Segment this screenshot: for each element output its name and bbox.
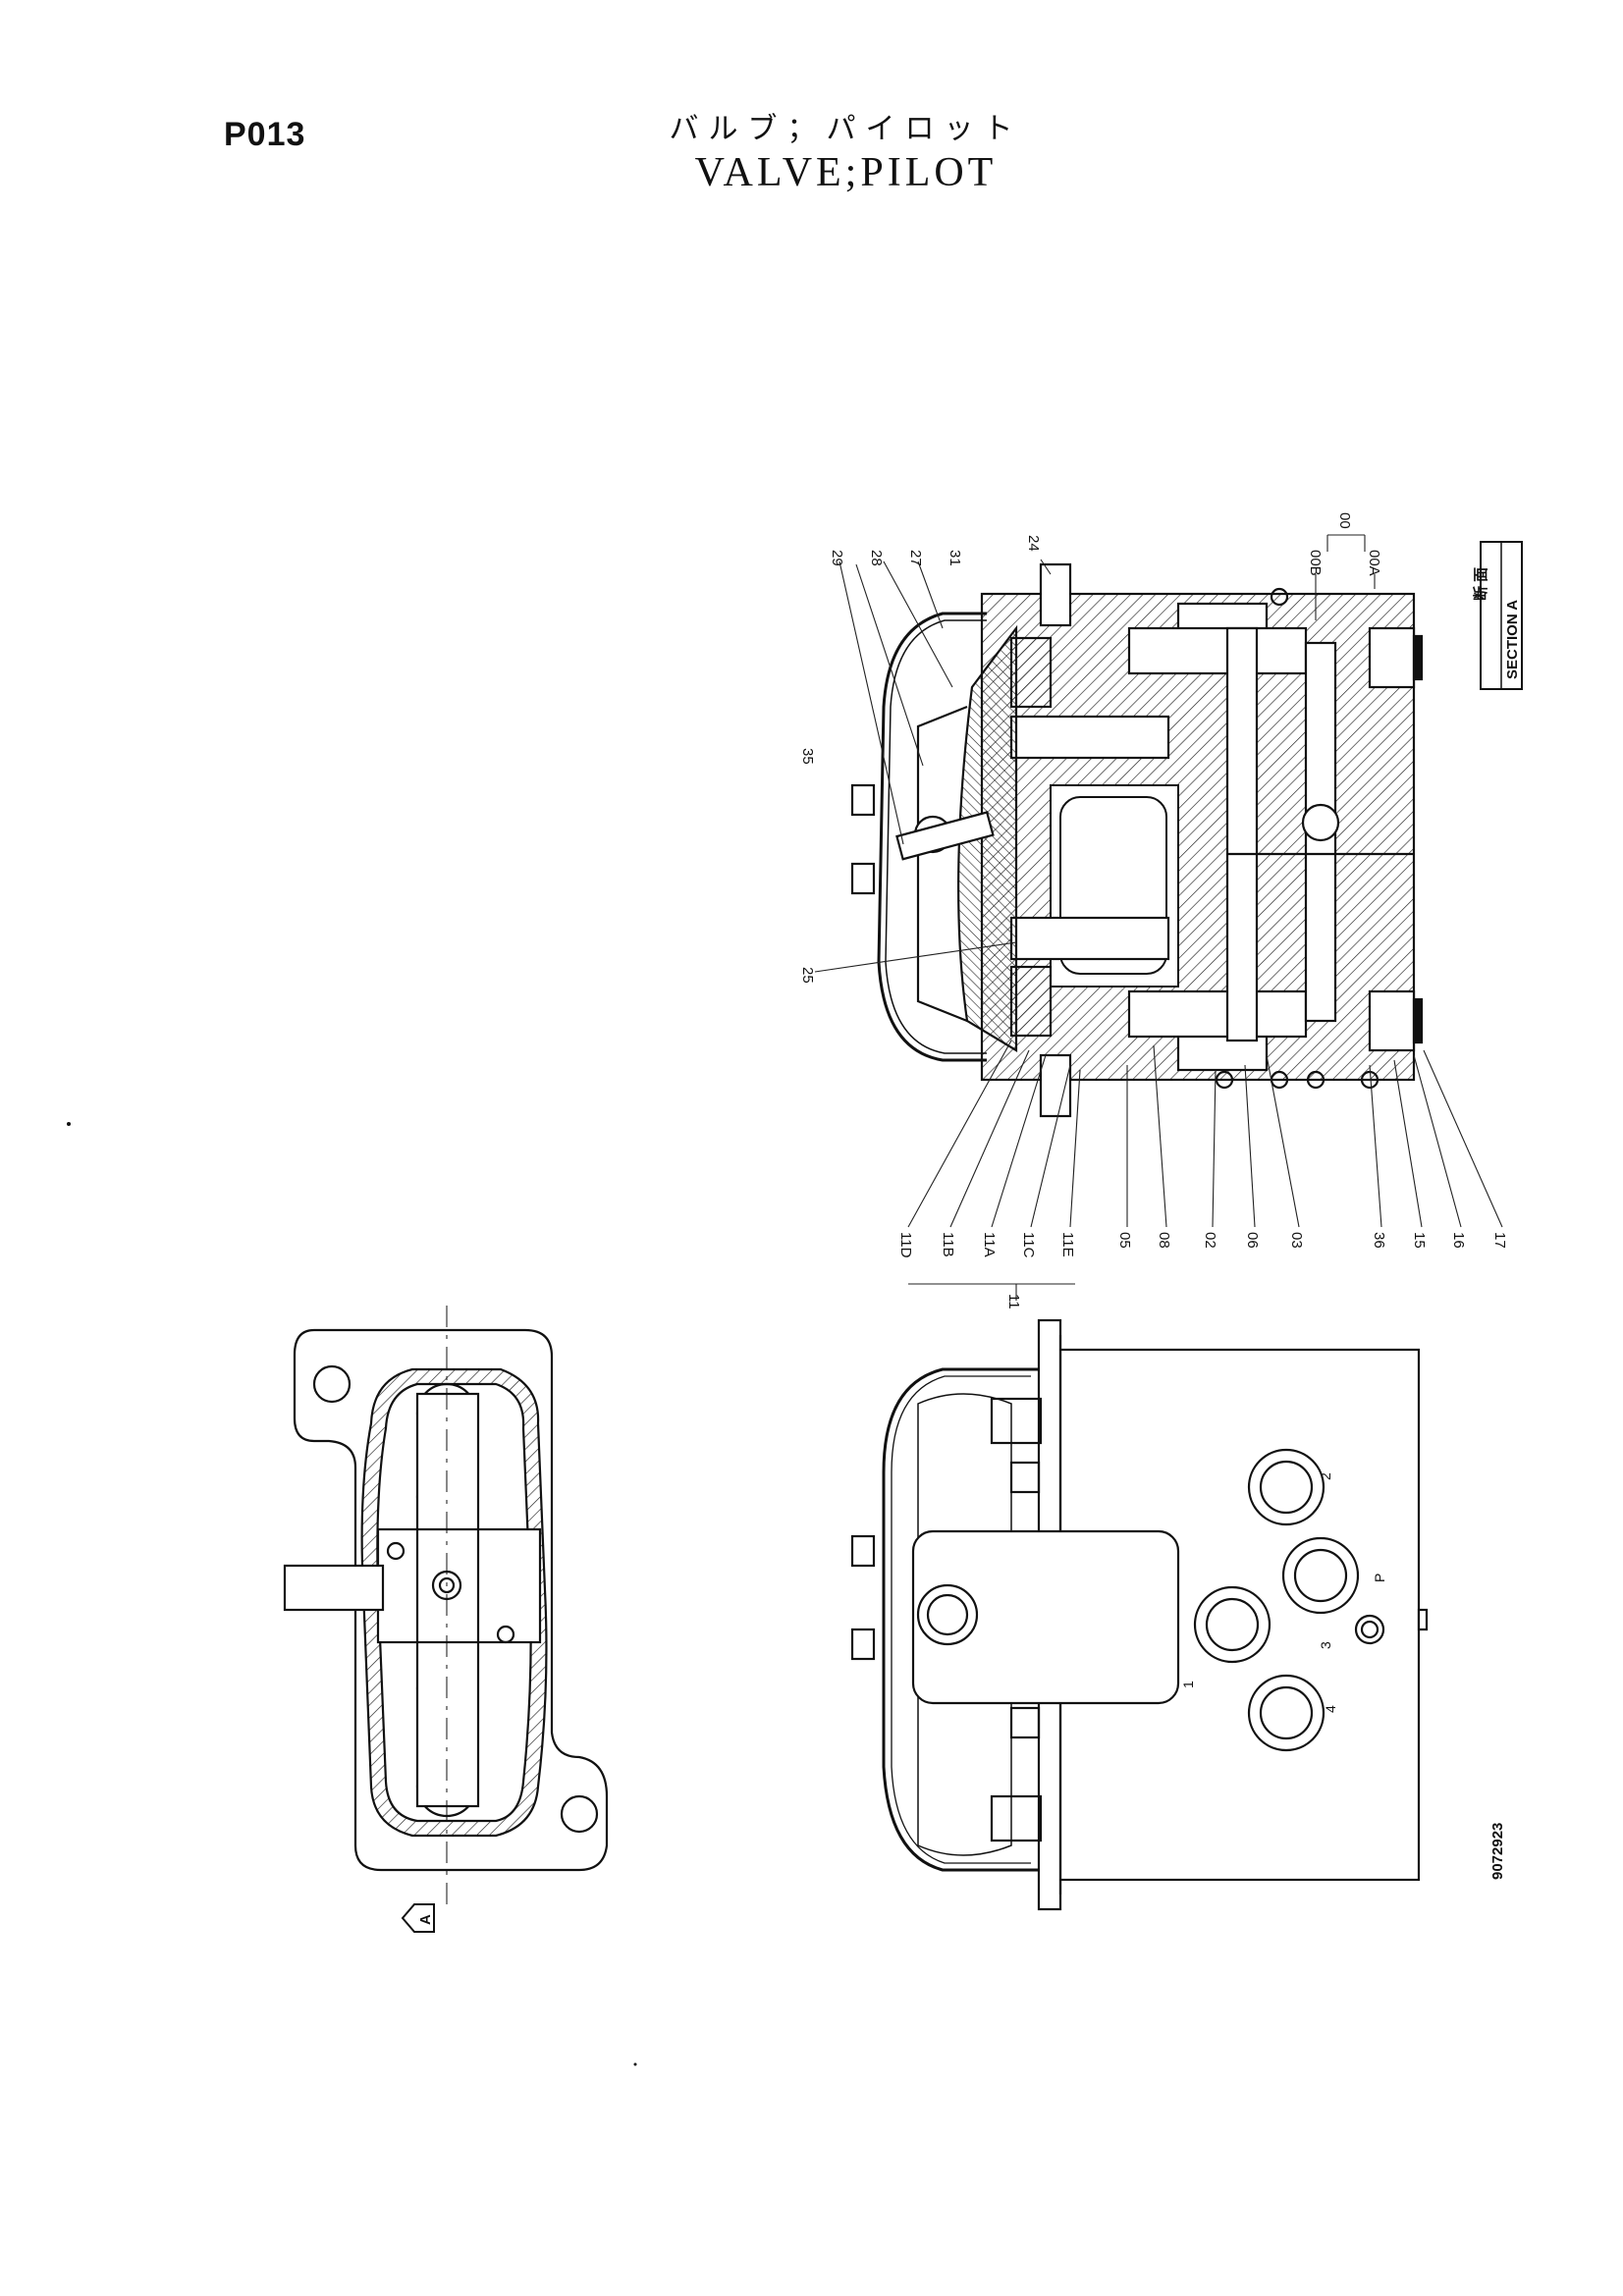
callout-25: 25: [799, 967, 816, 984]
callout-06: 06: [1244, 1232, 1261, 1249]
callout-11e: 11E: [1059, 1232, 1076, 1257]
drawing-number: 9072923: [1489, 1823, 1506, 1880]
callout-15: 15: [1411, 1232, 1428, 1249]
port-4-fitting: [1193, 1585, 1271, 1664]
callout-00a: 00A: [1366, 550, 1382, 576]
front-cover: [882, 1367, 1039, 1872]
callout-11d: 11D: [897, 1232, 914, 1258]
port-1-fitting: [1281, 1536, 1360, 1615]
callout-35: 35: [799, 748, 816, 765]
section-label: 断 面 SECTION A: [1472, 541, 1523, 690]
port-label-p: P: [1372, 1574, 1387, 1582]
callout-11c: 11C: [1020, 1232, 1037, 1258]
flange-outline: [293, 1328, 609, 1872]
callout-31: 31: [947, 550, 963, 566]
port-label-2: 2: [1318, 1472, 1333, 1480]
port-label-3: 3: [1318, 1641, 1333, 1649]
stray-mark: [67, 1122, 71, 1126]
port-label-1: 1: [1180, 1681, 1196, 1688]
front-view: [850, 1318, 1429, 1911]
callout-11a: 11A: [981, 1232, 998, 1257]
callout-03: 03: [1288, 1232, 1305, 1249]
section-arrow-label: A: [417, 1914, 434, 1925]
stray-mark: [633, 2062, 637, 2066]
callout-00: 00: [1336, 512, 1353, 529]
callout-17: 17: [1491, 1232, 1508, 1249]
callout-00b: 00B: [1307, 550, 1324, 576]
title-japanese: バルブ；パイロット: [669, 112, 1023, 146]
callout-27: 27: [907, 550, 924, 566]
title-english: VALVE;PILOT: [694, 150, 998, 195]
callout-11: 11: [1005, 1294, 1022, 1309]
section-label-jp: 断 面: [1472, 567, 1489, 601]
callout-16: 16: [1450, 1232, 1467, 1249]
port-3-fitting: [1247, 1674, 1325, 1752]
callout-36: 36: [1371, 1232, 1387, 1249]
callout-29: 29: [829, 550, 845, 566]
page-code: P013: [224, 116, 306, 153]
top-view: [283, 1306, 609, 1904]
callout-05: 05: [1116, 1232, 1133, 1249]
callout-02: 02: [1202, 1232, 1218, 1249]
leader-lines: [814, 534, 1503, 1301]
cover-boot: [877, 612, 987, 1062]
section-arrow: [401, 1903, 435, 1933]
section-label-en: SECTION A: [1504, 600, 1521, 679]
port-p-fitting: [1354, 1614, 1385, 1645]
callout-08: 08: [1156, 1232, 1172, 1249]
port-label-4: 4: [1323, 1705, 1338, 1713]
callout-24: 24: [1025, 535, 1042, 552]
callout-28: 28: [868, 550, 885, 566]
callout-11b: 11B: [940, 1232, 956, 1257]
section-view: [850, 562, 1424, 1118]
port-2-fitting: [1247, 1448, 1325, 1526]
